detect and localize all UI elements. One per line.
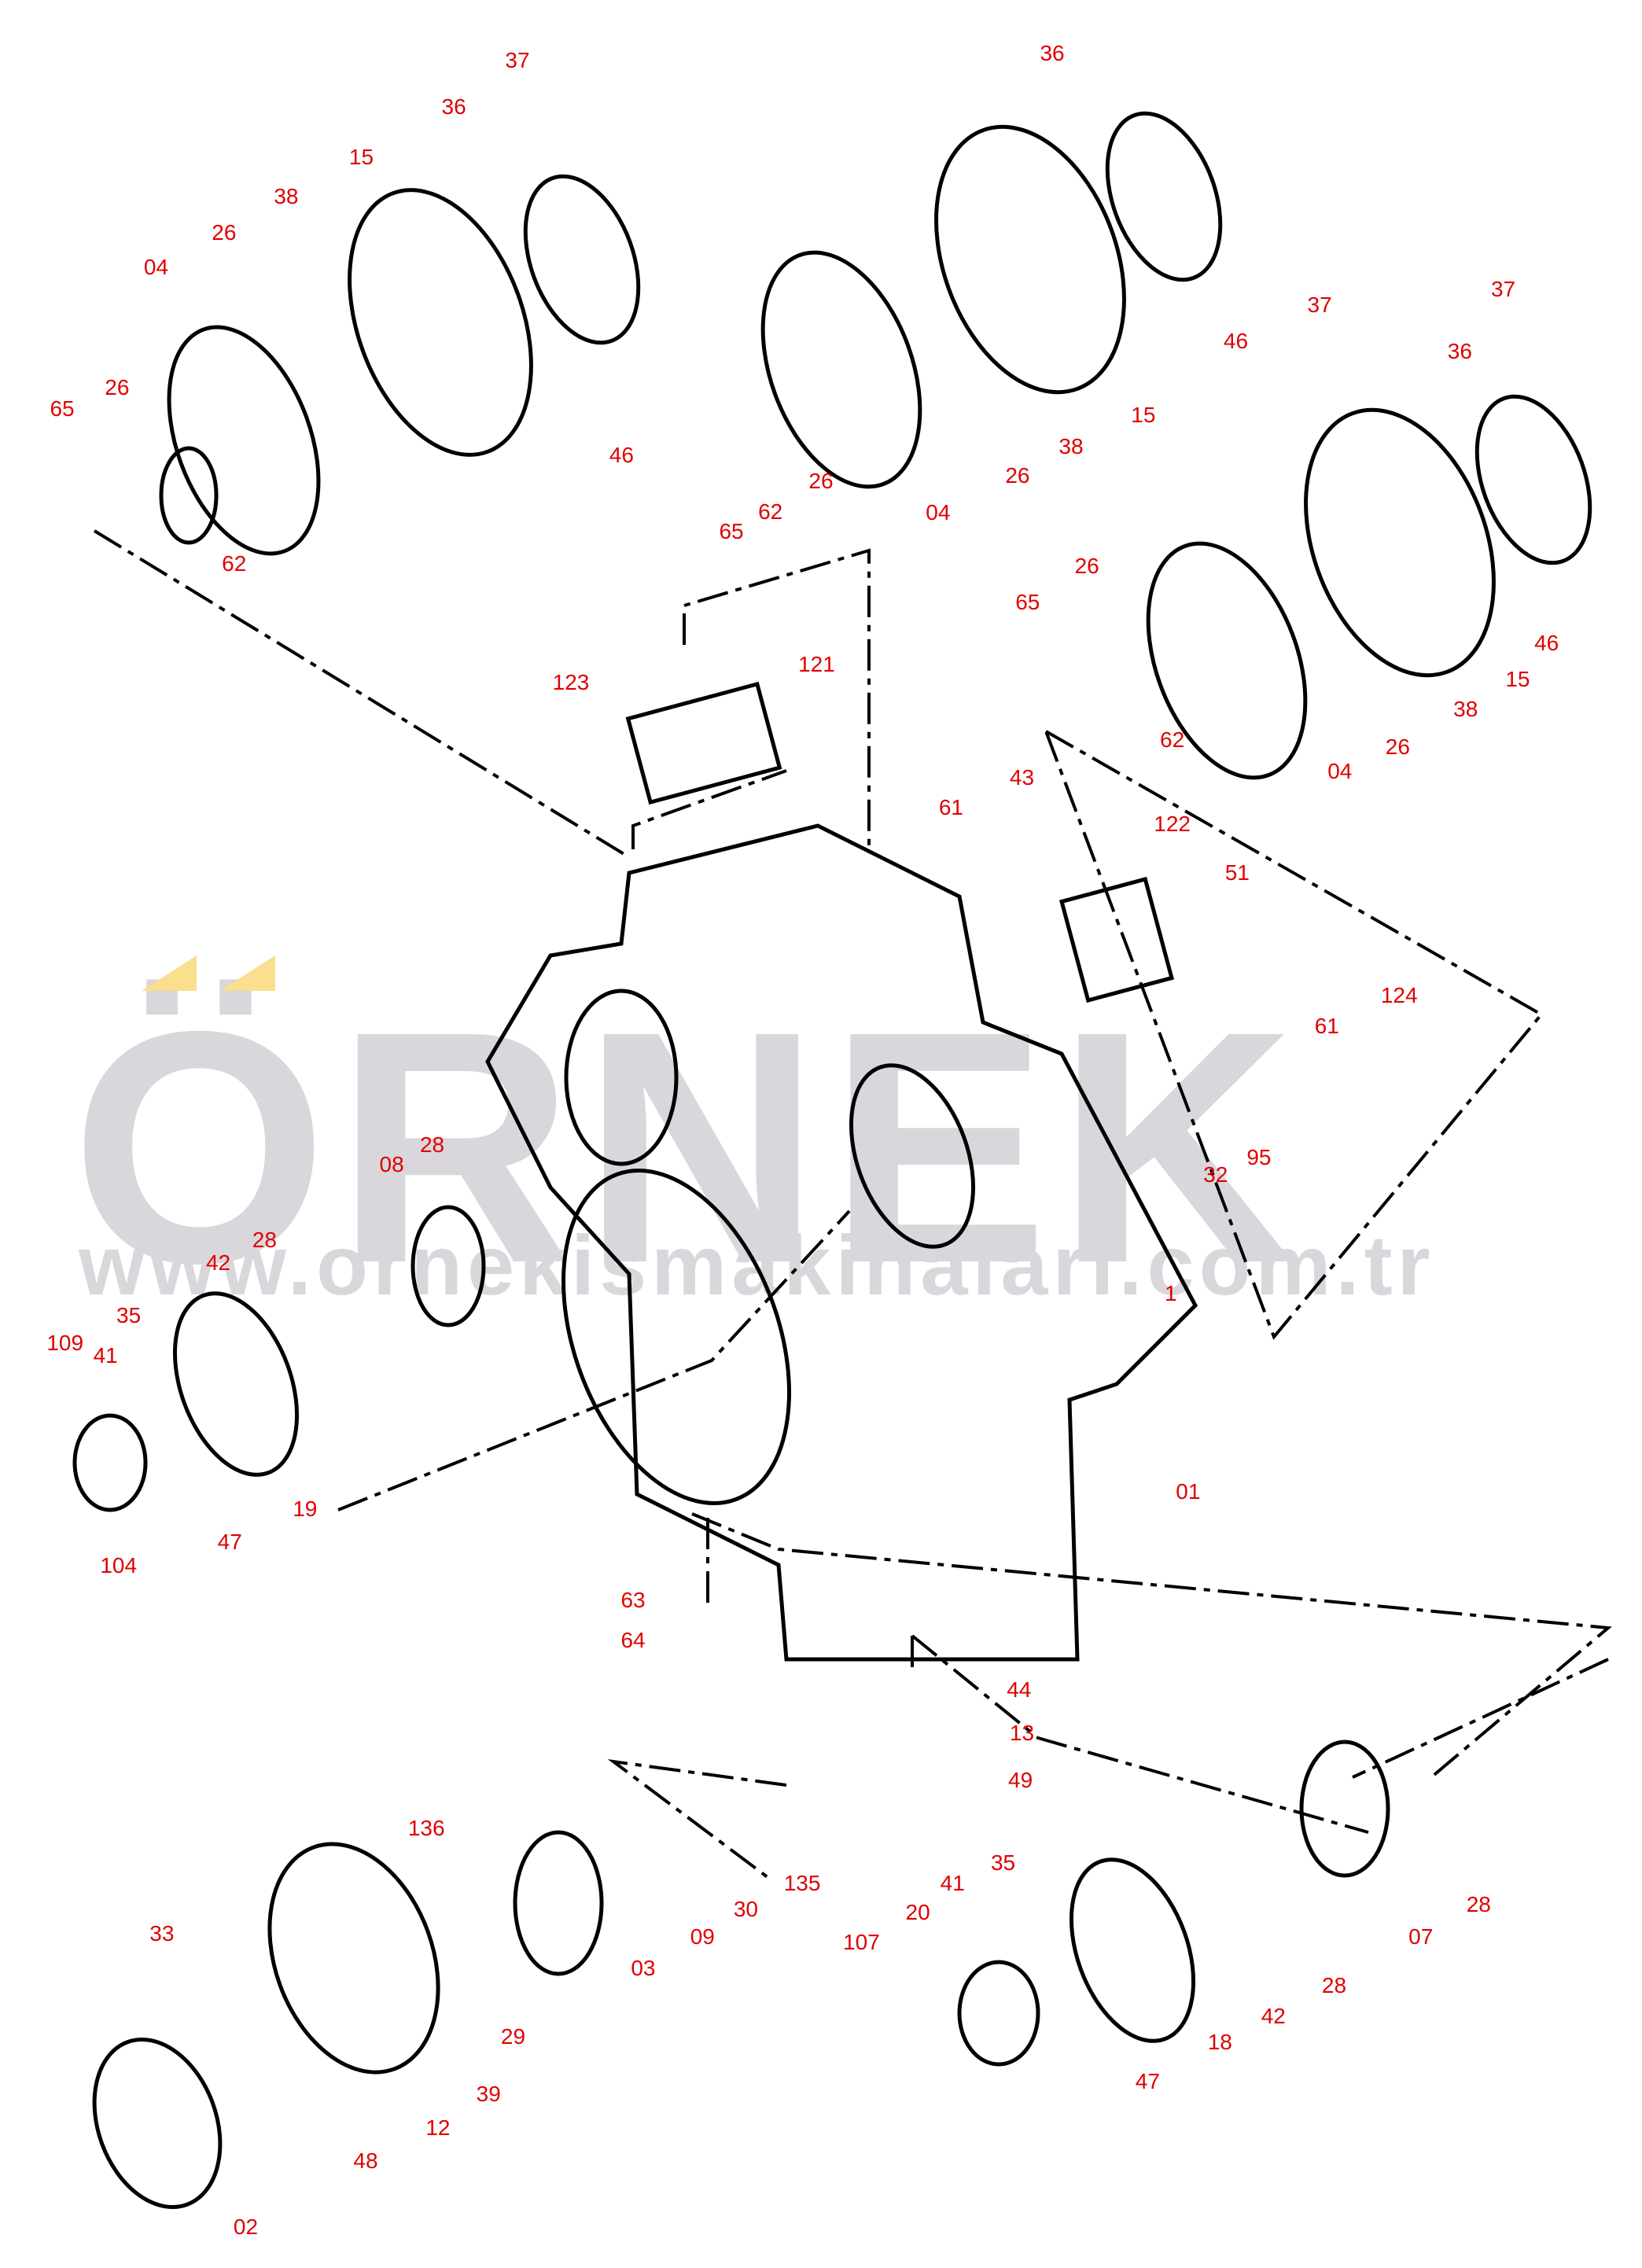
part-label: 47 <box>1135 2068 1160 2093</box>
part-label: 49 <box>1008 1768 1033 1793</box>
gear-assemblies <box>72 111 1592 2210</box>
dashed-assembly-lines <box>93 529 1612 1881</box>
part-label: 08 <box>379 1152 404 1177</box>
part-label: 36 <box>1040 41 1065 65</box>
part-label: 61 <box>1314 1013 1339 1038</box>
part-label: 26 <box>1005 462 1030 488</box>
part-label: 136 <box>407 1816 445 1841</box>
part-label: 43 <box>1009 764 1035 790</box>
part-label: 65 <box>1015 590 1040 615</box>
part-label: 46 <box>609 442 634 467</box>
part-label: 18 <box>1207 2030 1232 2055</box>
part-label: 41 <box>93 1343 118 1368</box>
part-label: 63 <box>620 1587 646 1612</box>
part-label: 07 <box>1408 1924 1434 1949</box>
part-label: 65 <box>719 519 744 544</box>
part-label: 19 <box>293 1496 318 1521</box>
part-label: 12 <box>425 2115 451 2140</box>
part-label: 1 <box>1164 1281 1177 1305</box>
part-label: 04 <box>143 255 169 280</box>
housing-outline <box>485 823 1198 1662</box>
part-label: 28 <box>1466 1892 1491 1917</box>
part-label: 42 <box>1261 2004 1286 2028</box>
part-label: 01 <box>1176 1478 1201 1504</box>
part-label: 47 <box>217 1530 242 1555</box>
part-label: 03 <box>631 1956 656 1981</box>
part-label: 44 <box>1007 1677 1032 1702</box>
watermark-umlaut-marks <box>142 955 275 991</box>
part-label: 124 <box>1380 983 1418 1008</box>
part-label: 37 <box>1490 276 1516 301</box>
part-label: 13 <box>1009 1720 1035 1745</box>
part-label: 46 <box>1534 630 1559 655</box>
part-label: 107 <box>843 1930 880 1955</box>
part-label: 04 <box>1327 759 1353 784</box>
part-label: 35 <box>116 1302 142 1327</box>
part-label: 26 <box>212 219 237 245</box>
part-label: 37 <box>1307 292 1332 317</box>
part-label: 38 <box>1453 697 1478 722</box>
part-label: 04 <box>926 500 951 525</box>
part-label: 123 <box>552 669 590 694</box>
part-label: 135 <box>783 1870 821 1895</box>
part-label: 64 <box>620 1628 646 1653</box>
part-label: 36 <box>1447 338 1472 363</box>
part-label: 15 <box>348 145 374 170</box>
part-label: 28 <box>252 1228 277 1252</box>
part-label: 104 <box>100 1552 138 1578</box>
part-label: 26 <box>808 469 834 494</box>
part-label: 95 <box>1246 1145 1272 1170</box>
part-label: 62 <box>1160 727 1185 753</box>
part-label: 122 <box>1154 811 1191 836</box>
part-label: 46 <box>1223 328 1249 353</box>
part-label: 39 <box>476 2082 501 2107</box>
part-label: 41 <box>940 1870 965 1895</box>
part-label: 62 <box>758 499 783 524</box>
part-label: 28 <box>419 1132 445 1157</box>
part-label: 65 <box>50 396 75 422</box>
part-label: 15 <box>1505 666 1530 691</box>
part-label: 09 <box>690 1924 715 1949</box>
part-label: 61 <box>938 795 963 820</box>
part-label: 42 <box>205 1250 231 1276</box>
part-label: 62 <box>222 550 247 576</box>
part-label: 02 <box>233 2215 259 2240</box>
part-label: 29 <box>500 2023 526 2049</box>
part-label: 33 <box>149 1921 175 1946</box>
part-label: 48 <box>353 2148 378 2173</box>
watermark-brand: ÖRNEK <box>71 963 1303 1332</box>
part-label: 38 <box>274 183 299 208</box>
part-label: 15 <box>1131 402 1156 427</box>
part-label: 37 <box>505 48 530 73</box>
part-label: 109 <box>46 1330 84 1355</box>
part-label: 51 <box>1224 860 1250 885</box>
part-label: 26 <box>1385 735 1410 760</box>
part-label: 38 <box>1058 433 1084 458</box>
part-label: 20 <box>905 1899 930 1924</box>
part-label: 36 <box>441 94 466 119</box>
part-label: 30 <box>733 1896 758 1921</box>
part-label: 32 <box>1203 1162 1228 1187</box>
part-label: 35 <box>990 1850 1016 1876</box>
part-label: 121 <box>798 652 835 677</box>
part-label: 26 <box>1074 554 1099 579</box>
part-label: 28 <box>1321 1973 1347 1998</box>
part-label: 26 <box>105 374 130 399</box>
